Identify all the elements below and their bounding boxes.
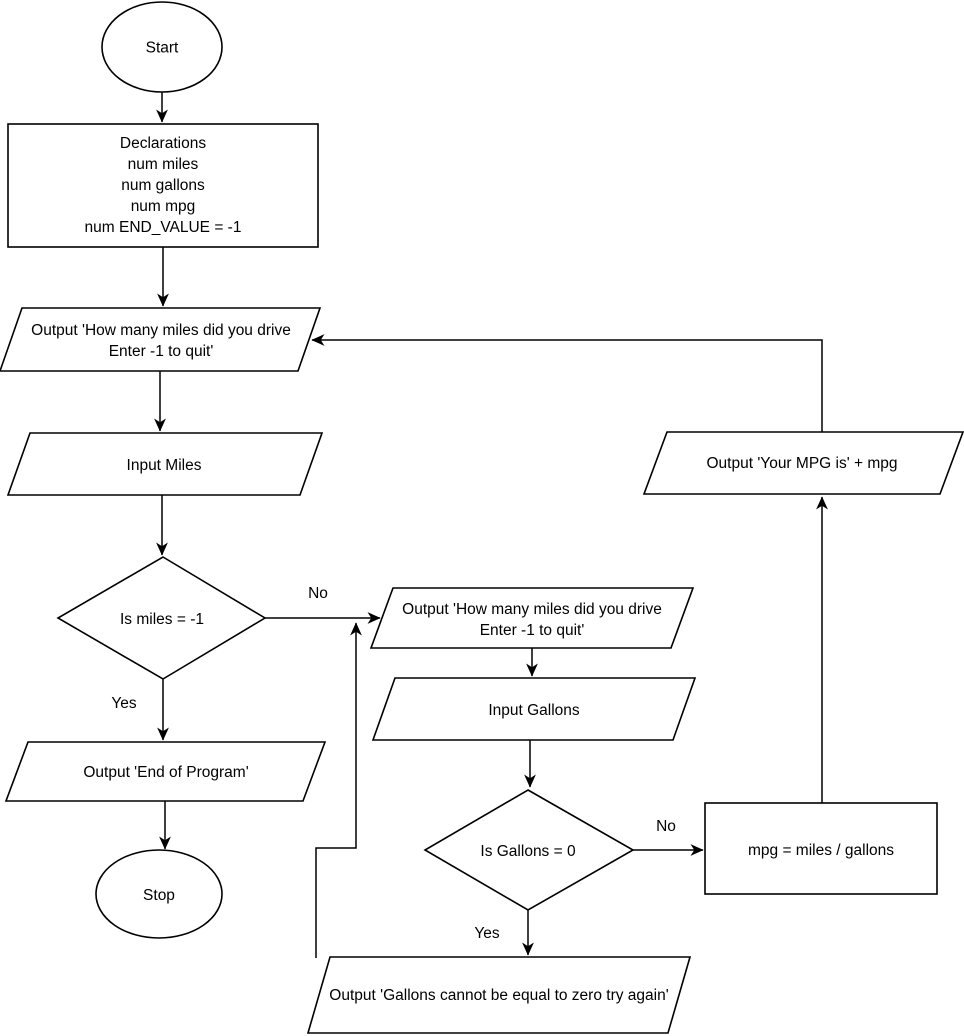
decision-miles-diamond (56, 556, 267, 680)
mpg-assignment-rect (704, 802, 938, 895)
output-mpg-parallelogram (642, 431, 964, 495)
declarations-line-1: Declarations (120, 135, 206, 152)
node-output-end-of-program-io: Output 'End of Program' (4, 741, 327, 802)
flow-edges (154, 92, 828, 958)
prompt-gallons-line-1: Output 'How many miles did you drive (402, 601, 662, 618)
node-prompt-gallons-io: Output 'How many miles did you drive Ent… (369, 587, 695, 649)
start-oval (101, 1, 223, 93)
prompt-gallons-line-2: Enter -1 to quit' (480, 622, 585, 639)
stop-label: Stop (143, 887, 175, 904)
node-stop-terminator: Stop (95, 849, 223, 939)
declarations-line-4: num mpg (131, 198, 196, 215)
edge-label-miles-yes: Yes (111, 695, 137, 712)
edge-label-gallons-yes: Yes (474, 925, 500, 942)
node-output-mpg-io: Output 'Your MPG is' + mpg (642, 431, 964, 495)
declarations-line-2: num miles (128, 156, 199, 173)
node-mpg-assignment-process: mpg = miles / gallons (704, 802, 938, 895)
output-end-parallelogram (4, 741, 327, 802)
decision-gallons-diamond (423, 789, 635, 911)
start-label: Start (146, 40, 179, 57)
node-decision-miles: Is miles = -1 (56, 556, 267, 680)
node-declarations-process: Declarations num miles num gallons num m… (7, 123, 319, 248)
prompt-miles-parallelogram (0, 307, 322, 372)
declarations-line-5: num END_VALUE = -1 (85, 219, 242, 236)
prompt-miles-line-1: Output 'How many miles did you drive (31, 322, 291, 339)
input-gallons-label: Input Gallons (488, 702, 580, 719)
edge-gallons-error-retry-loop (315, 622, 362, 958)
edge-output-mpg-return-to-prompt-miles (311, 334, 823, 432)
node-start-terminator: Start (101, 1, 223, 93)
stop-oval (95, 849, 223, 939)
node-input-miles-io: Input Miles (6, 432, 324, 496)
node-output-gallons-error-io: Output 'Gallons cannot be equal to zero … (306, 956, 692, 1034)
input-miles-label: Input Miles (127, 457, 202, 474)
output-end-label: Output 'End of Program' (83, 764, 248, 781)
edge-label-miles-no: No (308, 585, 328, 602)
output-gallons-error-label: Output 'Gallons cannot be equal to zero … (329, 987, 668, 1004)
edge-label-gallons-no: No (656, 818, 676, 835)
node-input-gallons-io: Input Gallons (371, 677, 697, 741)
declarations-rect (7, 123, 319, 248)
output-gallons-error-parallelogram (306, 956, 692, 1034)
output-mpg-label: Output 'Your MPG is' + mpg (706, 455, 897, 472)
prompt-gallons-parallelogram (369, 587, 695, 649)
node-decision-gallons: Is Gallons = 0 (423, 789, 635, 911)
declarations-line-3: num gallons (121, 177, 205, 194)
mpg-assignment-label: mpg = miles / gallons (748, 842, 894, 859)
input-gallons-parallelogram (371, 677, 697, 741)
decision-gallons-label: Is Gallons = 0 (480, 843, 576, 860)
decision-miles-label: Is miles = -1 (120, 611, 204, 628)
node-prompt-miles-io: Output 'How many miles did you drive Ent… (0, 307, 322, 372)
input-miles-parallelogram (6, 432, 324, 496)
prompt-miles-line-2: Enter -1 to quit' (109, 343, 214, 360)
